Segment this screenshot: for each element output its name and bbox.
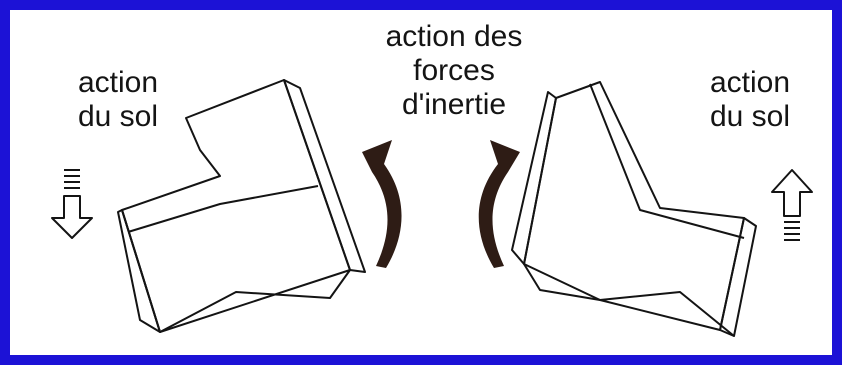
up-arrow-icon <box>771 169 813 241</box>
left-label-line-1: action <box>77 66 159 99</box>
clockwise-arrow-icon <box>478 140 520 268</box>
right-label-line-1: action <box>709 66 791 99</box>
counterclockwise-arrow-icon <box>362 140 402 268</box>
right-l-block <box>511 81 757 337</box>
down-arrow-icon <box>51 169 93 239</box>
left-label-line-2: du sol <box>77 100 159 133</box>
right-ground-action-label: action du sol <box>680 66 820 134</box>
right-label-line-2: du sol <box>709 100 791 133</box>
right-block-side-face-left <box>511 91 557 265</box>
left-l-block <box>117 79 366 333</box>
inertia-forces-label: action des forces d'inertie <box>344 20 564 122</box>
left-ground-action-label: action du sol <box>48 66 188 134</box>
center-label-line-2: forces <box>413 54 495 87</box>
center-label-line-3: d'inertie <box>401 88 507 121</box>
left-block-inner-edge <box>127 185 319 233</box>
left-block-lower-edge <box>159 269 351 333</box>
center-label-line-1: action des <box>385 20 523 53</box>
right-block-lower-edge <box>523 263 735 337</box>
left-block-edge <box>121 209 161 333</box>
left-block-side-face-top <box>283 79 366 273</box>
right-block-inner-edge <box>589 83 745 239</box>
